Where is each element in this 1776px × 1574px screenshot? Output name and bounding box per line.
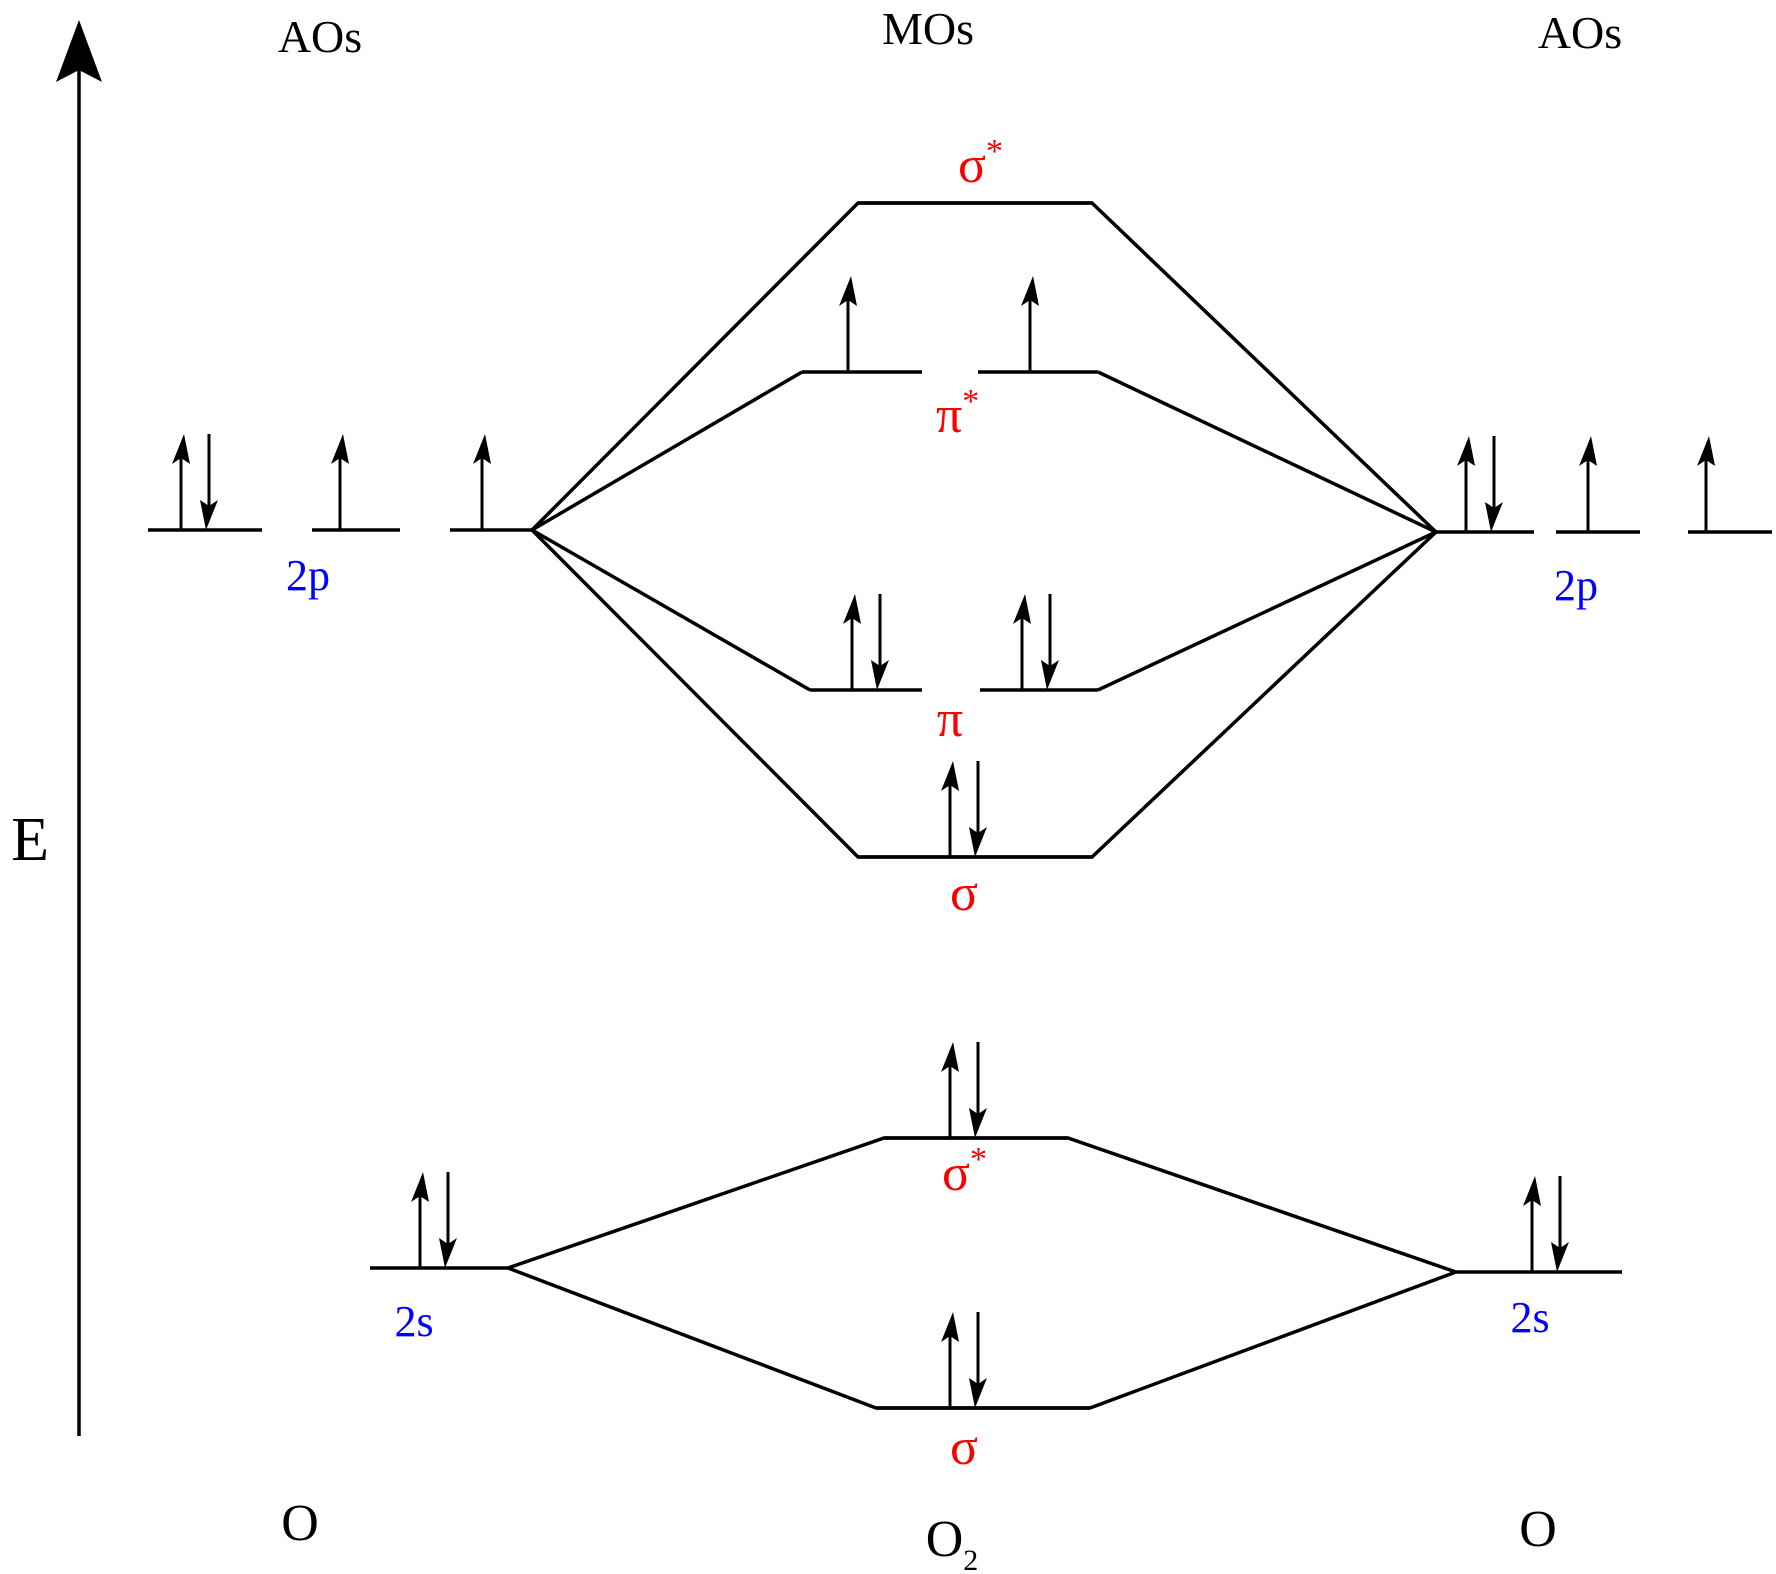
label-sigma-2p: σ	[950, 865, 978, 922]
electron-sigma_2s-1-down-head	[969, 1378, 987, 1408]
label-sigma-2s: σ	[950, 1419, 978, 1476]
electron-sigma_2p-1-down	[969, 761, 987, 857]
connector-sigma-2p	[530, 528, 1438, 859]
electron-right_2p-3-up	[1697, 436, 1715, 532]
correlation-lines	[507, 201, 1457, 1410]
connector-sigma-star-2s	[507, 1136, 1457, 1274]
electron-right_2s-1-down-head	[1551, 1242, 1569, 1272]
electron-left_2p-2-up-head	[331, 434, 349, 464]
electron-right_2p-3-up-head	[1697, 436, 1715, 466]
electron-pi_2p-2-down	[1041, 594, 1059, 690]
atom-left: O	[281, 1495, 319, 1552]
energy-axis	[56, 20, 102, 1436]
electron-left_2s-1-up	[411, 1172, 429, 1268]
electron-right_2p-2-up	[1579, 436, 1597, 532]
electron-pi_2p-2-up-head	[1013, 594, 1031, 624]
header-right-aos: AOs	[1538, 7, 1622, 58]
electron-pi_2p-1-down-head	[871, 660, 889, 690]
electron-right_2p-1-up	[1457, 436, 1475, 532]
label-pi-star-2p-symbol: π	[936, 387, 962, 444]
electron-pi_star_2p-2-up	[1021, 276, 1039, 372]
electron-sigma_2p-1-up-head	[941, 761, 959, 791]
label-right-2s: 2s	[1510, 1293, 1549, 1342]
electron-left_2s-1-down-head	[439, 1238, 457, 1268]
atom-center-subscript: 2	[963, 1544, 978, 1574]
electron-left_2p-3-up	[473, 434, 491, 530]
label-left-2p: 2p	[286, 551, 330, 600]
atom-center: O2	[926, 1511, 979, 1574]
electron-left_2s-1-down	[439, 1172, 457, 1268]
header-center-mos: MOs	[882, 3, 974, 54]
atom-center-symbol: O	[926, 1511, 964, 1568]
electron-right_2p-1-down-head	[1485, 502, 1503, 532]
label-pi-star-2p-sup: *	[962, 383, 979, 420]
electron-pi_star_2p-1-up-head	[839, 276, 857, 306]
electron-left_2p-1-up	[172, 434, 190, 530]
energy-axis-label: E	[11, 806, 49, 874]
electron-pi_2p-2-up	[1013, 594, 1031, 690]
electron-arrows	[172, 276, 1715, 1408]
label-sigma-star-2p-sup: *	[986, 133, 1003, 170]
label-sigma-star-2s: σ*	[942, 1141, 987, 1202]
label-sigma-star-2s-symbol: σ	[942, 1145, 970, 1202]
electron-sigma_2s-1-down	[969, 1312, 987, 1408]
electron-pi_2p-1-down	[871, 594, 889, 690]
electron-pi_star_2p-2-up-head	[1021, 276, 1039, 306]
electron-right_2s-1-down	[1551, 1176, 1569, 1272]
label-pi-2p: π	[937, 691, 963, 748]
connector-pi-star-left	[531, 370, 803, 532]
electron-pi_2p-1-up	[843, 594, 861, 690]
electron-sigma_star_2s-1-up	[941, 1042, 959, 1138]
electron-sigma_2p-1-down-head	[969, 827, 987, 857]
electron-sigma_2s-1-up	[941, 1312, 959, 1408]
label-sigma-star-2p-symbol: σ	[958, 137, 986, 194]
electron-left_2p-2-up	[331, 434, 349, 530]
energy-levels	[148, 201, 1772, 1410]
connector-sigma-star-2p	[530, 201, 1438, 534]
electron-left_2p-3-up-head	[473, 434, 491, 464]
electron-sigma_star_2s-1-down	[969, 1042, 987, 1138]
electron-left_2p-1-down-head	[200, 500, 218, 530]
electron-left_2p-1-up-head	[172, 434, 190, 464]
electron-left_2p-1-down	[200, 434, 218, 530]
electron-right_2s-1-up	[1523, 1176, 1541, 1272]
electron-sigma_2s-1-up-head	[941, 1312, 959, 1342]
atom-right: O	[1519, 1501, 1557, 1558]
label-sigma-star-2p: σ*	[958, 133, 1003, 194]
label-right-2p: 2p	[1554, 561, 1598, 610]
electron-right_2s-1-up-head	[1523, 1176, 1541, 1206]
connector-pi-right	[1097, 530, 1437, 692]
electron-sigma_star_2s-1-up-head	[941, 1042, 959, 1072]
connector-sigma-2s	[507, 1266, 1457, 1410]
electron-right_2p-1-down	[1485, 436, 1503, 532]
label-left-2s: 2s	[394, 1297, 433, 1346]
connector-pi-left	[531, 528, 811, 692]
electron-left_2s-1-up-head	[411, 1172, 429, 1202]
electron-pi_star_2p-1-up	[839, 276, 857, 372]
label-sigma-star-2s-sup: *	[970, 1141, 987, 1178]
label-pi-star-2p: π*	[936, 383, 979, 444]
electron-right_2p-2-up-head	[1579, 436, 1597, 466]
connector-pi-star-right	[1097, 370, 1437, 534]
header-left-aos: AOs	[278, 11, 362, 62]
electron-pi_2p-2-down-head	[1041, 660, 1059, 690]
electron-sigma_star_2s-1-down-head	[969, 1108, 987, 1138]
electron-pi_2p-1-up-head	[843, 594, 861, 624]
axis-arrow-icon	[56, 20, 102, 82]
electron-sigma_2p-1-up	[941, 761, 959, 857]
electron-right_2p-1-up-head	[1457, 436, 1475, 466]
